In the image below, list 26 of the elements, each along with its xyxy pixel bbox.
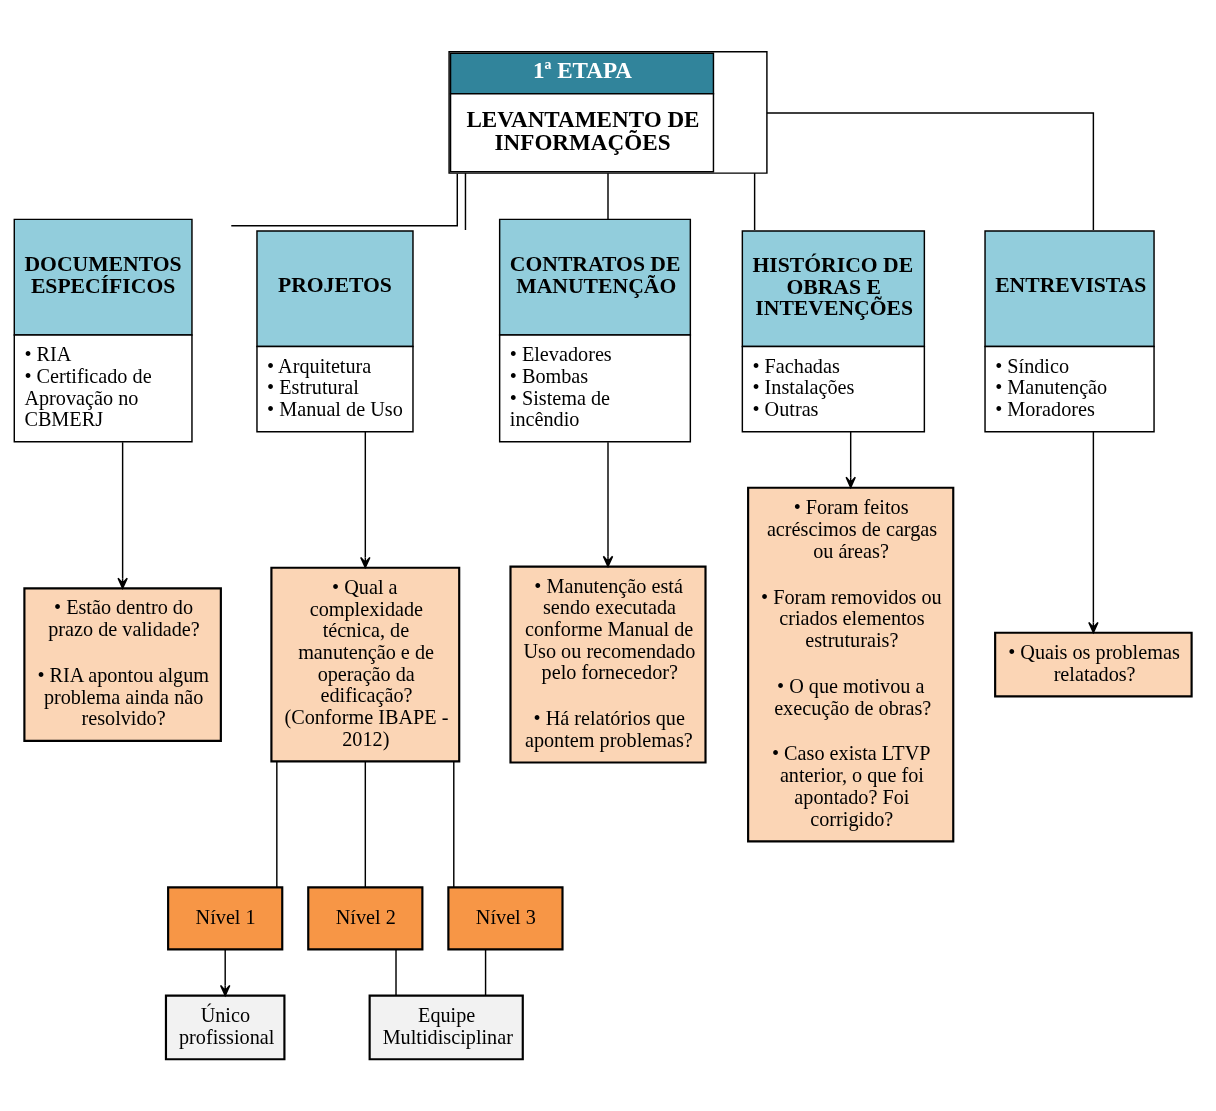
node-box: • Foram feitos acréscimos de cargas ou áreas? • Foram removidos ou criados elementos estruturais? • O que motivou a execução de obras? • Caso exista LTVP anterior, o que foi apontado? Foi corrigido?: [747, 486, 955, 843]
arrow: [845, 430, 856, 489]
node-box: Nível 1: [167, 886, 284, 951]
node-box: Nível 2: [307, 886, 424, 951]
node-box: • Estão dentro do prazo de validade? • RIA apontou algum problema ainda não resolvido?: [23, 587, 222, 742]
arrow: [117, 441, 128, 589]
connector: [230, 173, 458, 227]
arrow: [360, 430, 371, 569]
arrow: [219, 949, 231, 997]
arrow: [1088, 430, 1099, 634]
connector: [364, 760, 367, 888]
node-box: • Quais os problemas relatados?: [994, 631, 1193, 698]
connector: [395, 949, 397, 997]
connector: [766, 112, 1095, 231]
node-box: • Manutenção está sendo executada conforme Manual de Uso ou recomendado pelo fornecedor? • Há relatórios que apontem problemas?: [509, 565, 707, 764]
connector: [453, 760, 455, 888]
connector: [276, 760, 278, 888]
connector: [464, 172, 467, 231]
connector: [484, 949, 487, 997]
connector: [607, 172, 609, 220]
node-box: Equipe Multidisciplinar: [368, 994, 524, 1061]
arrow: [602, 441, 614, 568]
connector: [753, 172, 756, 231]
node-box: Nível 3: [447, 886, 564, 951]
node-box: Único profissional: [164, 994, 286, 1061]
node-box: • Qual a complexidade técnica, de manutenção e de operação da edificação? (Conforme IBAPE - 2012): [270, 566, 461, 763]
